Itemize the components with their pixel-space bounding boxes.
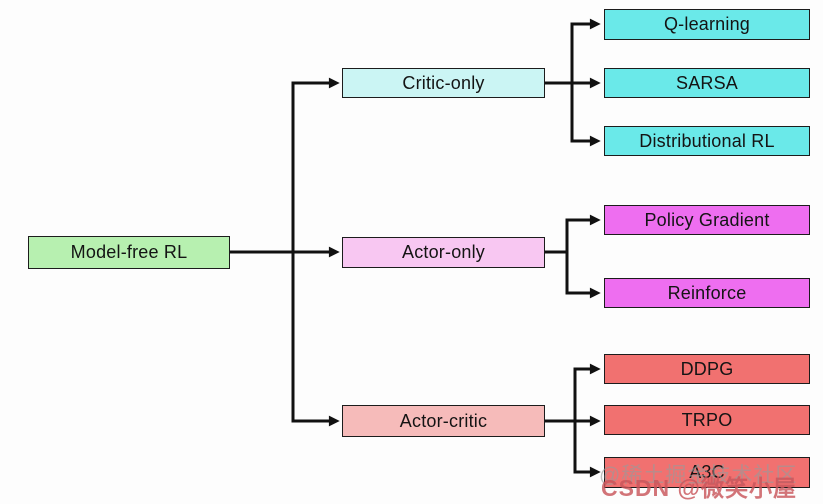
node-distributional-rl: Distributional RL [604, 126, 810, 156]
node-a3c: A3C [604, 457, 810, 488]
connector-critic-fan [543, 18, 601, 147]
node-critic-only: Critic-only [342, 68, 545, 98]
connector-actor-fan [543, 214, 601, 299]
node-trpo: TRPO [604, 405, 810, 435]
node-q-learning: Q-learning [604, 9, 810, 40]
node-sarsa: SARSA [604, 68, 810, 98]
connector-root-trunk [228, 77, 340, 427]
node-actor-only: Actor-only [342, 237, 545, 268]
connector-actor-critic-fan [543, 363, 601, 478]
node-ddpg: DDPG [604, 354, 810, 384]
node-model-free-rl: Model-free RL [28, 236, 230, 269]
node-actor-critic: Actor-critic [342, 405, 545, 437]
node-policy-gradient: Policy Gradient [604, 205, 810, 235]
node-reinforce: Reinforce [604, 278, 810, 308]
